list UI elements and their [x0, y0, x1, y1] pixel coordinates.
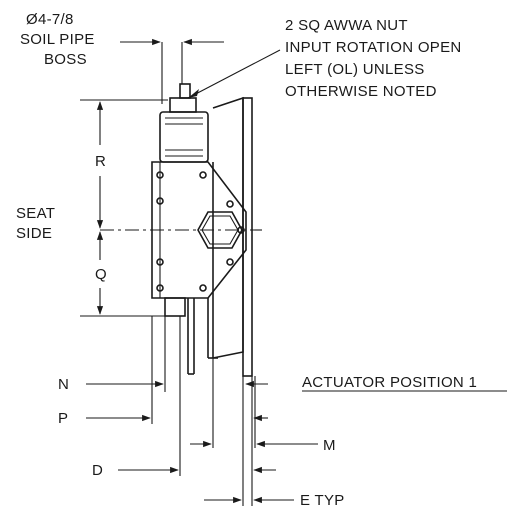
top-housing	[159, 111, 209, 163]
soil-pipe-label-3: BOSS	[44, 51, 87, 68]
dim-m-label: M	[323, 437, 336, 454]
dim-q-label: Q	[95, 266, 107, 283]
hex-boss	[197, 211, 243, 249]
actuator-position-title: ACTUATOR POSITION 1	[302, 374, 477, 391]
valve-flange	[242, 97, 253, 377]
note-line-1: 2 SQ AWWA NUT	[285, 17, 408, 34]
bolt-hole	[199, 284, 207, 292]
dim-n-label: N	[58, 376, 69, 393]
nut-stem	[169, 97, 197, 113]
soil-pipe-label-1: Ø4-7/8	[26, 11, 74, 28]
dim-d-label: D	[92, 462, 103, 479]
seat-side-label-2: SIDE	[16, 225, 52, 242]
bolt-hole	[156, 284, 164, 292]
note-leader-arrow	[188, 89, 199, 98]
bolt-hole	[226, 200, 234, 208]
bolt-hole	[226, 258, 234, 266]
dim-r-label: R	[95, 153, 106, 170]
seat-side-label-1: SEAT	[16, 205, 55, 222]
gearbox-body	[151, 161, 247, 299]
bottom-stub	[164, 297, 186, 317]
note-line-3: LEFT (OL) UNLESS	[285, 61, 425, 78]
note-leader	[187, 49, 281, 99]
dim-e-label: E TYP	[300, 492, 345, 509]
bolt-hole	[199, 171, 207, 179]
soil-pipe-label-2: SOIL PIPE	[20, 31, 95, 48]
square-nut	[179, 83, 191, 99]
bolt-hole	[156, 197, 164, 205]
bolt-hole	[156, 258, 164, 266]
note-line-2: INPUT ROTATION OPEN	[285, 39, 462, 56]
dim-p-label: P	[58, 410, 68, 427]
note-line-4: OTHERWISE NOTED	[285, 83, 437, 100]
bolt-hole	[156, 171, 164, 179]
